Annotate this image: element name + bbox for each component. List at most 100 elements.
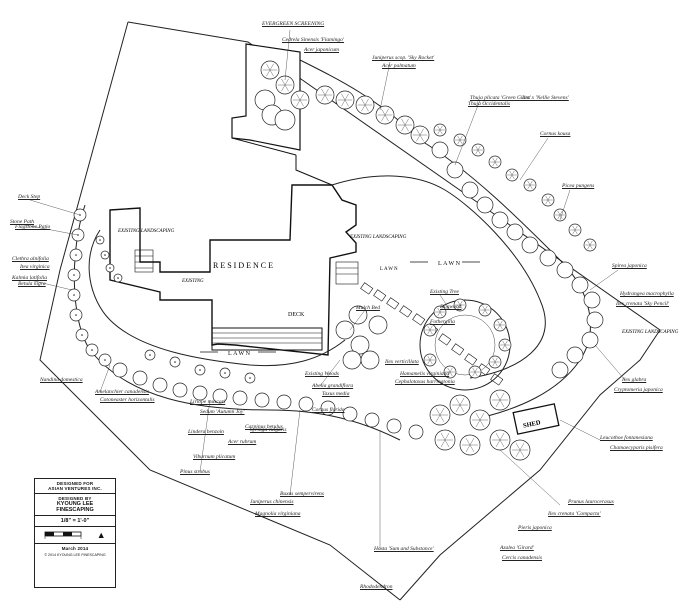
plant-annotation: Amelanchier canadensis [95, 389, 149, 395]
existing-landscaping-label: EXISTING LANDSCAPING [621, 330, 679, 335]
plant-annotation: Cephalotaxus harringtonia [395, 379, 455, 385]
plant-annotation: Fothergilla [430, 319, 455, 325]
tree-symbol [433, 123, 447, 137]
tree-symbol [491, 211, 509, 229]
tree-symbol [298, 396, 314, 412]
tree-symbol [132, 370, 148, 386]
plant-annotation: Hydrangea macrophylla [620, 291, 674, 297]
leader-line [349, 309, 366, 331]
tree-symbol [350, 335, 370, 355]
tree-symbol [506, 223, 524, 241]
lawn-edge-front [88, 229, 346, 367]
plant-annotation: Dogwood [440, 304, 462, 310]
leader-line [594, 344, 626, 381]
tree-symbol [471, 143, 485, 157]
leader-line [519, 137, 549, 181]
leader-line [289, 409, 301, 496]
tree-symbol [360, 350, 380, 370]
tree-symbol [553, 208, 567, 222]
property-boundary [127, 21, 661, 601]
tree-symbol [212, 388, 228, 404]
tree-symbol [315, 85, 335, 105]
lawn-label: LAWN [380, 267, 399, 272]
tree-symbol [521, 236, 539, 254]
residence-label: RESIDENCE [213, 261, 275, 270]
designed-by-section: DESIGNED BY KYOUNG LEE FINESCAPING [35, 494, 115, 516]
tree-symbol [395, 115, 415, 135]
plant-annotation: Liriope muscari [190, 399, 226, 405]
leader-line [454, 99, 481, 166]
tree-symbol [568, 223, 582, 237]
leader-line [29, 199, 81, 216]
plant-annotation: Prunus laurocerasus [568, 499, 614, 505]
tree-symbol [113, 273, 123, 283]
tree-symbol [443, 365, 457, 379]
deck [211, 327, 323, 351]
leader-line [99, 364, 111, 393]
title-block: DESIGNED FOR ASIAN VENTURES INC. DESIGNE… [34, 478, 116, 588]
tree-symbol [498, 338, 512, 352]
tree-symbol [583, 238, 597, 252]
plant-annotation: Stone Path [10, 219, 34, 225]
plant-annotation: Magnolia virginiana [255, 511, 301, 517]
plant-annotation: Deck Step [18, 194, 41, 200]
tree-symbol [433, 305, 447, 319]
designer-name: KYOUNG LEE [56, 501, 94, 507]
plant-annotation: Hosta 'Sum and Substance' [374, 546, 434, 552]
client-name: ASIAN VENTURES INC. [48, 486, 102, 491]
tree-symbol [67, 288, 81, 302]
leader-line [29, 279, 73, 291]
leader-line [559, 419, 601, 441]
plant-annotation: Cotoneaster horizontalis [100, 397, 155, 403]
tree-symbol [541, 193, 555, 207]
tree-symbol [423, 353, 437, 367]
designed-for-section: DESIGNED FOR ASIAN VENTURES INC. [35, 479, 115, 494]
plant-annotation: Ilex crenata 'Sky Pencil' [616, 301, 669, 307]
leader-line [379, 61, 391, 111]
plant-annotation: Thuja plicata 'Green Giant' [470, 95, 531, 101]
plant-annotation: Spirea japonica [612, 263, 647, 269]
tree-symbol [194, 364, 206, 376]
tree-symbol [342, 406, 358, 422]
tree-symbol [446, 161, 464, 179]
tree-symbol [112, 362, 128, 378]
tree-symbol [244, 372, 256, 384]
plant-annotation: Mulch Bed [356, 305, 380, 311]
existing-label: EXISTING [181, 279, 204, 284]
leader-line [24, 224, 79, 236]
property-boundary-left [39, 21, 271, 521]
drive-line [295, 155, 333, 186]
tree-symbol [254, 392, 270, 408]
plant-annotation: Acer rubrum [228, 439, 257, 445]
tree-symbol [469, 409, 491, 431]
tree-symbol [386, 418, 402, 434]
tree-symbol [461, 181, 479, 199]
north-arrow-icon: ▲ [96, 530, 106, 540]
shed [512, 403, 560, 435]
plant-annotation: Pinus strobus [180, 469, 210, 475]
plant-symbols [67, 60, 604, 461]
tree-symbol [523, 178, 537, 192]
tree-symbol [449, 394, 471, 416]
tree-symbol [453, 298, 467, 312]
tree-symbol [551, 361, 569, 379]
plant-annotation: Clethra alnifolia [12, 256, 49, 262]
property-boundary-bottom [269, 519, 401, 601]
tree-symbol [368, 315, 388, 335]
deck-label: DECK [288, 312, 305, 318]
tree-symbol [408, 424, 424, 440]
tree-symbol [556, 261, 574, 279]
tree-symbol [75, 328, 89, 342]
plant-annotation: Itea virginica [20, 264, 50, 270]
annotation-leaders [24, 29, 626, 550]
tree-symbol [144, 349, 156, 361]
plant-annotation: Ilex glabra [622, 377, 647, 383]
tree-symbol [260, 60, 280, 80]
leader-line [284, 29, 291, 81]
leader-line [559, 189, 571, 221]
plant-annotation: Lindera benzoin [188, 429, 224, 435]
tree-symbol [290, 90, 310, 110]
copyright: © 2014 KYOUNG LEE FINESCAPING [44, 553, 106, 557]
plan-date: March 2014 [61, 546, 89, 551]
tree-symbol [423, 323, 437, 337]
